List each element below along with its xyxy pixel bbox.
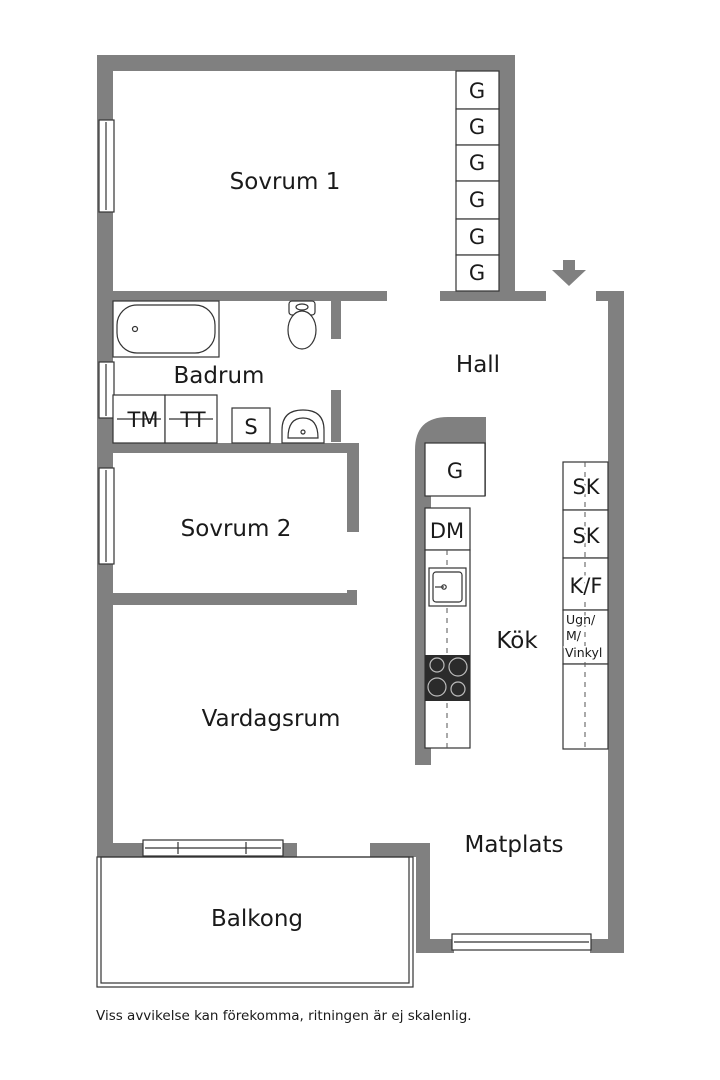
room-label-kok: Kök bbox=[496, 628, 538, 654]
kitchen-cabinet-label: SK bbox=[572, 524, 600, 548]
windows bbox=[98, 119, 592, 951]
walls bbox=[97, 55, 624, 953]
wardrobe-column bbox=[455, 70, 500, 292]
washing-machine-label: TM bbox=[127, 408, 159, 432]
room-label-vardagsrum: Vardagsrum bbox=[202, 706, 341, 732]
wardrobe-label: G bbox=[469, 188, 485, 212]
room-label-matplats: Matplats bbox=[464, 832, 563, 858]
stove-icon bbox=[425, 655, 470, 701]
laundry-machines bbox=[112, 394, 218, 444]
entrance-arrow-icon bbox=[552, 260, 586, 286]
kitchen-sink-icon bbox=[428, 567, 467, 607]
wardrobe-label: G bbox=[469, 261, 485, 285]
wardrobe-label: G bbox=[469, 115, 485, 139]
sink-icon bbox=[281, 409, 325, 444]
balcony bbox=[96, 856, 414, 988]
fridge-freezer-label: K/F bbox=[570, 574, 603, 598]
kitchen-cabinet-label: SK bbox=[572, 475, 600, 499]
toilet-icon bbox=[287, 300, 317, 350]
room-label-hall: Hall bbox=[456, 352, 500, 378]
dishwasher-label: DM bbox=[430, 519, 464, 543]
oven-label: Ugn/ bbox=[566, 612, 596, 627]
room-label-sovrum-2: Sovrum 2 bbox=[181, 516, 292, 542]
room-label-badrum: Badrum bbox=[174, 363, 265, 389]
bathtub-icon bbox=[112, 300, 220, 358]
wardrobe-label: G bbox=[469, 79, 485, 103]
room-label-sovrum-1: Sovrum 1 bbox=[230, 169, 341, 195]
tumble-dryer-label: TT bbox=[179, 408, 205, 432]
wardrobe-label: G bbox=[469, 225, 485, 249]
wardrobe-label: G bbox=[469, 151, 485, 175]
microwave-label: M/ bbox=[566, 628, 582, 643]
kitchen-wardrobe-label: G bbox=[447, 459, 463, 483]
wine-cooler-label: Vinkyl bbox=[565, 645, 602, 660]
room-label-balkong: Balkong bbox=[211, 906, 303, 932]
disclaimer-text: Viss avvikelse kan förekomma, ritningen … bbox=[96, 1008, 472, 1024]
cabinet-s bbox=[231, 407, 271, 444]
cabinet-s-label: S bbox=[244, 415, 257, 439]
